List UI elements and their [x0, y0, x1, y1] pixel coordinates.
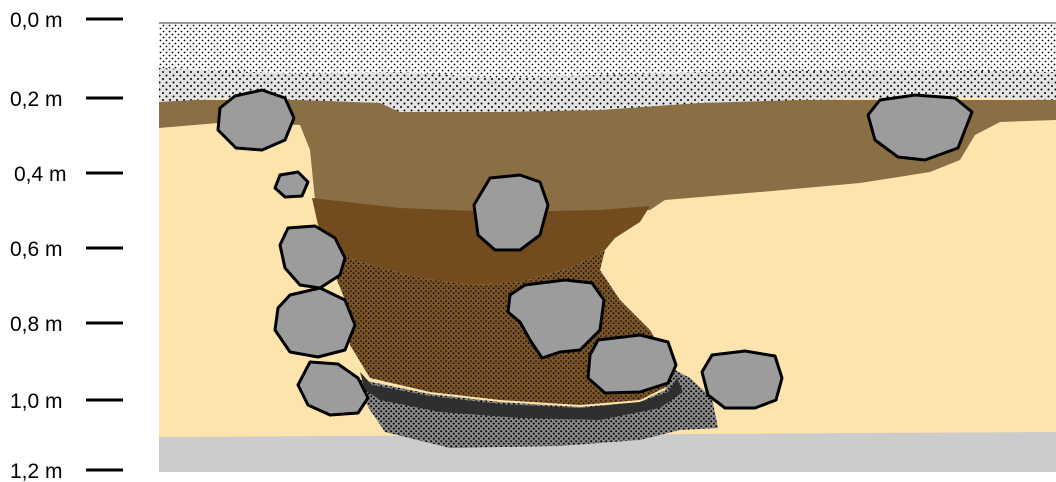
stone: [588, 335, 676, 393]
depth-scale: 0,0 m 0,2 m 0,4 m 0,6 m 0,8 m 1,0 m 1,2 …: [10, 9, 123, 482]
depth-label-1-0: 1,0 m: [10, 390, 63, 413]
depth-label-0-2: 0,2 m: [10, 88, 63, 111]
stone: [275, 172, 308, 197]
depth-label-1-2: 1,2 m: [10, 460, 63, 482]
depth-label-0-4: 0,4 m: [14, 163, 67, 186]
depth-label-0-0: 0,0 m: [10, 9, 63, 32]
depth-label-0-6: 0,6 m: [10, 238, 63, 261]
stone: [218, 90, 294, 150]
depth-label-0-8: 0,8 m: [10, 313, 63, 336]
stone: [474, 175, 548, 250]
topsoil-dotted-layer: [159, 22, 1056, 78]
section-top-border: [159, 22, 1056, 24]
stone: [275, 288, 355, 357]
stone: [702, 351, 782, 408]
